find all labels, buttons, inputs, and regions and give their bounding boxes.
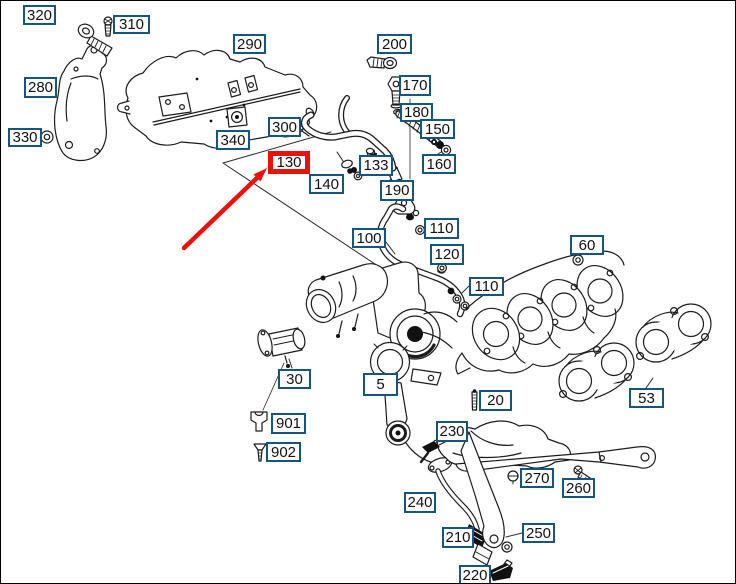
washer-110-upper-icon (415, 225, 426, 236)
part-label-190[interactable]: 190 (380, 180, 414, 201)
part-label-200[interactable]: 200 (377, 34, 412, 54)
part-label-330[interactable]: 330 (8, 128, 42, 147)
part-label-300[interactable]: 300 (268, 117, 301, 137)
part-label-150[interactable]: 150 (420, 119, 455, 139)
part-label-240[interactable]: 240 (404, 492, 436, 513)
part-label-901[interactable]: 901 (271, 413, 306, 434)
part-label-60[interactable]: 60 (570, 235, 604, 255)
bolt-310-icon (103, 16, 113, 37)
coolant-pipe-130-part (300, 107, 397, 173)
clip-340-icon (226, 106, 248, 128)
vent-pipe-100-part (376, 193, 470, 318)
valve-30-icon (257, 327, 306, 368)
part-label-320[interactable]: 320 (23, 5, 56, 25)
part-label-5[interactable]: 5 (363, 373, 398, 396)
part-label-310[interactable]: 310 (113, 15, 150, 34)
gaskets-53-part (558, 303, 712, 402)
highlight-annotation[interactable] (181, 168, 267, 251)
stud-20-icon (471, 389, 478, 411)
washer-110-lower-icon (447, 287, 470, 311)
part-label-53[interactable]: 53 (629, 388, 664, 408)
bracket-220-icon (489, 559, 513, 581)
turbocharger-part (250, 261, 513, 566)
part-label-130[interactable]: 130 (268, 151, 310, 174)
part-label-30[interactable]: 30 (278, 369, 311, 389)
part-label-160[interactable]: 160 (422, 154, 456, 174)
part-label-340[interactable]: 340 (216, 130, 250, 150)
actuator-icon (305, 263, 389, 338)
highlight-arrow-line (181, 174, 261, 251)
part-label-290[interactable]: 290 (233, 34, 266, 54)
part-label-20[interactable]: 20 (479, 390, 512, 411)
bolt-320-icon (77, 23, 113, 57)
plug-901-icon (250, 411, 268, 432)
washer-160-icon (431, 139, 437, 145)
part-label-133[interactable]: 133 (359, 155, 393, 176)
part-label-270[interactable]: 270 (520, 468, 554, 488)
nut-60-icon (572, 254, 584, 266)
bolt-200-icon (366, 56, 398, 70)
part-label-110-lower[interactable]: 110 (469, 277, 504, 296)
clip-270-icon (507, 470, 519, 485)
part-label-280[interactable]: 280 (24, 77, 57, 98)
part-label-230[interactable]: 230 (436, 421, 468, 442)
oil-return-pipe-210-icon (427, 457, 513, 566)
part-label-902[interactable]: 902 (266, 442, 301, 462)
part-label-250[interactable]: 250 (522, 523, 555, 543)
part-label-210[interactable]: 210 (442, 527, 474, 548)
washer-120-icon (437, 263, 448, 274)
screw-902-icon (253, 443, 267, 462)
bracket-280-part (40, 16, 113, 162)
part-label-120[interactable]: 120 (430, 244, 464, 265)
fitting-140-icon (336, 151, 357, 173)
part-label-220[interactable]: 220 (459, 565, 491, 583)
highlight-arrow-head (253, 168, 267, 182)
part-label-170[interactable]: 170 (399, 75, 431, 96)
part-label-180[interactable]: 180 (400, 103, 433, 122)
part-label-260[interactable]: 260 (562, 478, 595, 498)
part-label-110-upper[interactable]: 110 (424, 218, 459, 239)
part-label-140[interactable]: 140 (309, 174, 344, 194)
part-label-100[interactable]: 100 (352, 228, 386, 248)
